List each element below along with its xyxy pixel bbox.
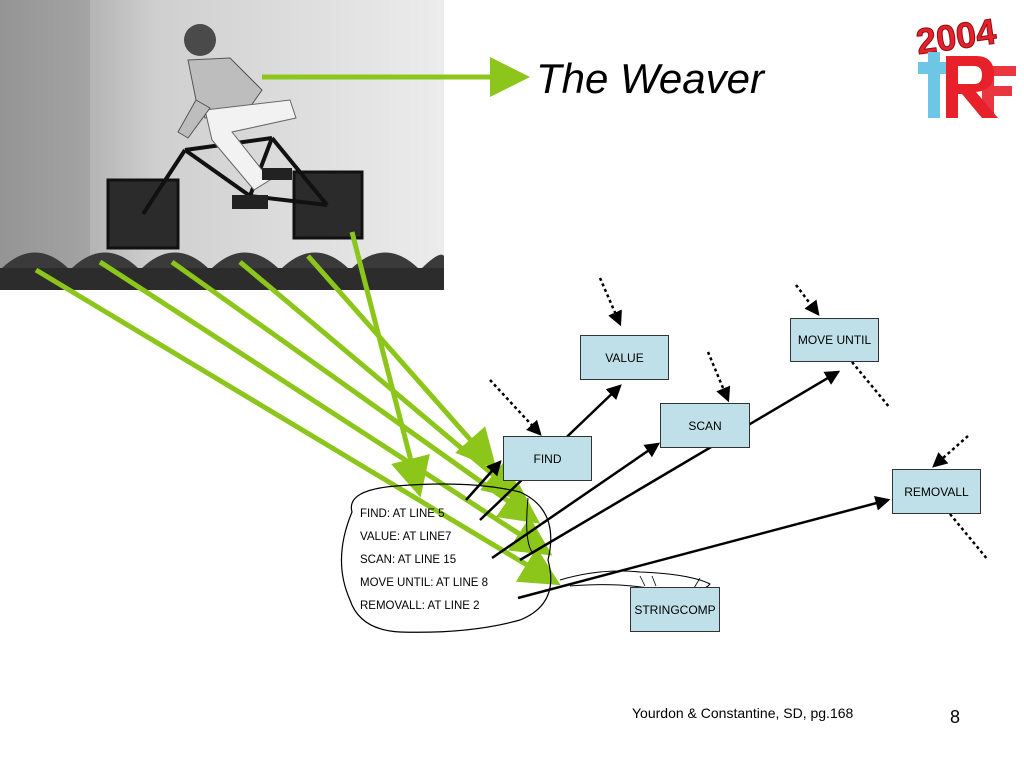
code-line-find: FIND: AT LINE 5: [360, 508, 445, 520]
code-line-scan: SCAN: AT LINE 15: [360, 554, 457, 566]
module-find: FIND: [503, 436, 592, 481]
code-line-value: VALUE: AT LINE7: [360, 531, 452, 543]
citation: Yourdon & Constantine, SD, pg.168: [632, 705, 854, 721]
module-scan: SCAN: [660, 403, 750, 448]
module-move-until: MOVE UNTIL: [790, 318, 879, 362]
weaver-photo: [0, 0, 444, 290]
code-line-move-until: MOVE UNTIL: AT LINE 8: [360, 577, 489, 589]
slide-title: The Weaver: [536, 55, 764, 102]
slide-number: 8: [950, 707, 961, 727]
re-2004-logo: 2004: [912, 6, 1018, 122]
module-stringcomp: STRINGCOMP: [630, 587, 720, 632]
code-line-removall: REMOVALL: AT LINE 2: [360, 600, 480, 612]
module-removall: REMOVALL: [892, 469, 981, 514]
module-value: VALUE: [580, 335, 669, 380]
